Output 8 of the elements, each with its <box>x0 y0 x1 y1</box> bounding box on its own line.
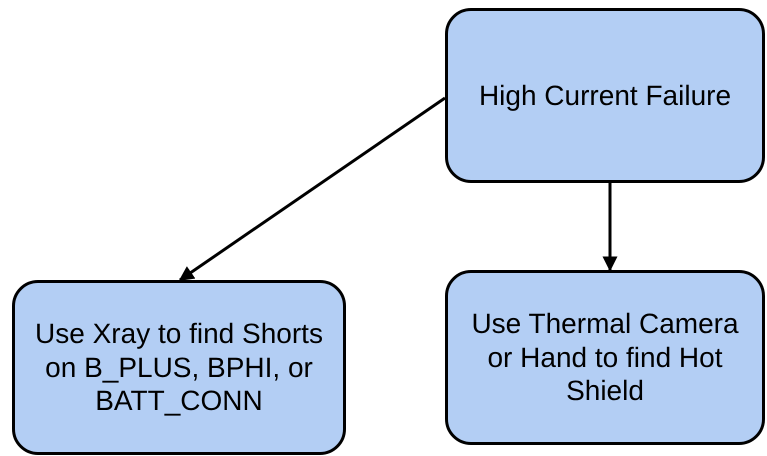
box-label: High Current Failure <box>478 78 732 112</box>
arrow <box>178 96 446 282</box>
process-box <box>12 280 346 455</box>
process-box <box>445 8 765 183</box>
arrow <box>602 183 618 272</box>
box-label: Use Thermal Camera or Hand to find Hot Shield <box>470 307 740 408</box>
box-label: Use Xray to find Shorts on B_PLUS, BPHI, or BATT_CONN <box>34 317 324 418</box>
process-box <box>445 270 765 445</box>
